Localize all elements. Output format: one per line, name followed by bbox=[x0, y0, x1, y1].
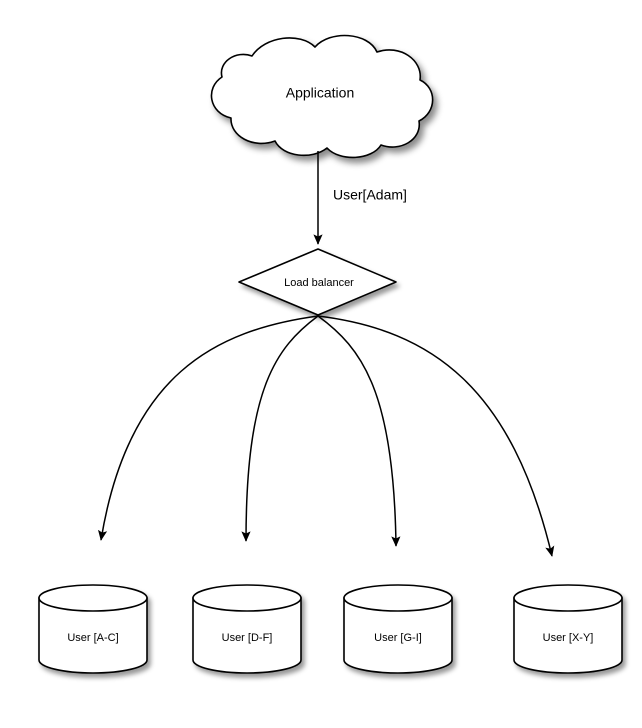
node-application[interactable]: Application bbox=[210, 34, 434, 159]
node-load-balancer[interactable]: Load balancer bbox=[238, 248, 397, 316]
edge-balancer-to-store-1 bbox=[241, 315, 319, 542]
edge-arrow-balancer-store-2 bbox=[317, 315, 401, 547]
node-store-0[interactable]: User [A-C] bbox=[38, 584, 148, 674]
store-2-label: User [G-I] bbox=[374, 632, 422, 644]
store-1-label: User [D-F] bbox=[222, 632, 273, 644]
edge-balancer-to-store-0 bbox=[98, 315, 319, 541]
edge-label-user-adam: User[Adam] bbox=[333, 187, 407, 203]
store-3-label: User [X-Y] bbox=[543, 632, 594, 644]
edge-arrow-balancer-store-1 bbox=[241, 315, 319, 542]
application-label: Application bbox=[286, 85, 355, 101]
node-store-3[interactable]: User [X-Y] bbox=[513, 584, 623, 674]
edge-application-to-balancer: User[Adam] bbox=[313, 151, 407, 245]
store-0-label: User [A-C] bbox=[67, 632, 118, 644]
load-balancer-label: Load balancer bbox=[284, 277, 354, 289]
edge-arrow-balancer-store-3 bbox=[317, 315, 555, 557]
edge-balancer-to-store-3 bbox=[317, 315, 555, 557]
edge-balancer-to-store-2 bbox=[317, 315, 401, 547]
edge-arrow-balancer-store-0 bbox=[98, 315, 319, 541]
node-store-1[interactable]: User [D-F] bbox=[192, 584, 302, 674]
node-store-2[interactable]: User [G-I] bbox=[343, 584, 453, 674]
